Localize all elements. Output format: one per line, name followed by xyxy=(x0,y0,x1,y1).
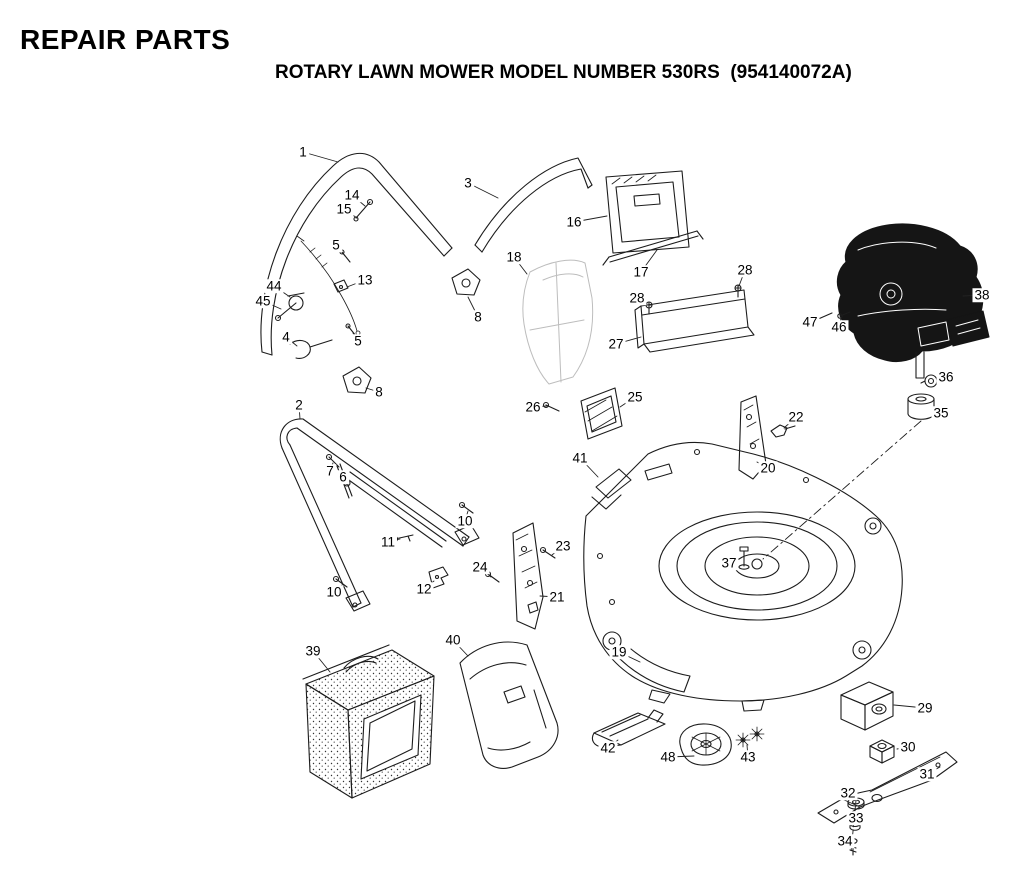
part-number-label: 23 xyxy=(553,538,573,554)
part-number-label: 31 xyxy=(917,766,937,782)
part-number-label: 43 xyxy=(738,749,758,765)
side-plate-drawing xyxy=(542,387,623,440)
part-number-label: 15 xyxy=(334,201,354,217)
part-number-label: 5 xyxy=(352,333,364,349)
part-number-label: 17 xyxy=(631,264,651,280)
part-number-label: 47 xyxy=(800,314,820,330)
part-number-label: 3 xyxy=(462,175,474,191)
part-number-label: 27 xyxy=(606,336,626,352)
deck-drawing xyxy=(583,441,903,712)
ghost-panel-drawing xyxy=(522,259,594,385)
small-parts-drawing xyxy=(591,709,765,766)
part-number-label: 37 xyxy=(719,555,739,571)
part-number-label: 36 xyxy=(936,369,956,385)
part-number-label: 35 xyxy=(931,405,951,421)
leader-line xyxy=(302,151,339,163)
part-number-label: 41 xyxy=(570,450,590,466)
part-number-label: 14 xyxy=(342,187,362,203)
part-number-label: 45 xyxy=(253,293,273,309)
part-number-label: 42 xyxy=(598,740,618,756)
part-number-label: 32 xyxy=(838,785,858,801)
discharge-guard-drawing xyxy=(459,641,559,769)
part-number-label: 20 xyxy=(758,460,778,476)
handle-segment-drawing xyxy=(474,157,593,253)
part-number-label: 44 xyxy=(264,278,284,294)
part-number-label: 5 xyxy=(330,237,342,253)
part-number-label: 1 xyxy=(297,144,309,160)
front-bracket-drawing xyxy=(484,522,556,630)
model-subtitle: ROTARY LAWN MOWER MODEL NUMBER 530RS (95… xyxy=(275,62,852,83)
part-number-label: 10 xyxy=(455,513,475,529)
part-number-label: 26 xyxy=(523,399,543,415)
part-number-label: 16 xyxy=(564,214,584,230)
part-number-label: 28 xyxy=(627,290,647,306)
page-title: REPAIR PARTS xyxy=(20,24,231,55)
part-number-label: 38 xyxy=(972,287,992,303)
part-number-label: 10 xyxy=(324,584,344,600)
part-number-label: 18 xyxy=(504,249,524,265)
part-number-label: 8 xyxy=(472,309,484,325)
part-number-label: 30 xyxy=(898,739,918,755)
grass-bag-drawing xyxy=(302,644,435,799)
blade-adapter-drawing xyxy=(840,681,895,764)
rear-bracket-drawing xyxy=(738,395,796,480)
part-number-label: 19 xyxy=(609,644,629,660)
part-number-label: 22 xyxy=(786,409,806,425)
part-number-label: 21 xyxy=(547,589,567,605)
part-number-label: 4 xyxy=(280,329,292,345)
rear-baffle-drawing xyxy=(634,284,755,353)
part-number-label: 25 xyxy=(625,389,645,405)
engine-drawing xyxy=(813,223,990,379)
part-number-label: 48 xyxy=(658,749,678,765)
part-number-label: 24 xyxy=(470,559,490,575)
part-number-label: 8 xyxy=(373,384,385,400)
part-number-label: 2 xyxy=(293,397,305,413)
part-number-label: 12 xyxy=(414,581,434,597)
part-number-label: 6 xyxy=(337,469,349,485)
part-number-label: 39 xyxy=(303,643,323,659)
part-number-label: 46 xyxy=(829,319,849,335)
part-number-label: 33 xyxy=(846,810,866,826)
part-number-label: 11 xyxy=(378,534,398,550)
part-number-label: 7 xyxy=(324,463,336,479)
part-number-label: 29 xyxy=(915,700,935,716)
part-number-label: 34 xyxy=(835,833,855,849)
part-number-label: 13 xyxy=(355,272,375,288)
rear-door-drawing xyxy=(602,170,704,266)
lower-handle-drawing xyxy=(279,418,480,612)
part-number-label: 28 xyxy=(735,262,755,278)
part-number-label: 40 xyxy=(443,632,463,648)
